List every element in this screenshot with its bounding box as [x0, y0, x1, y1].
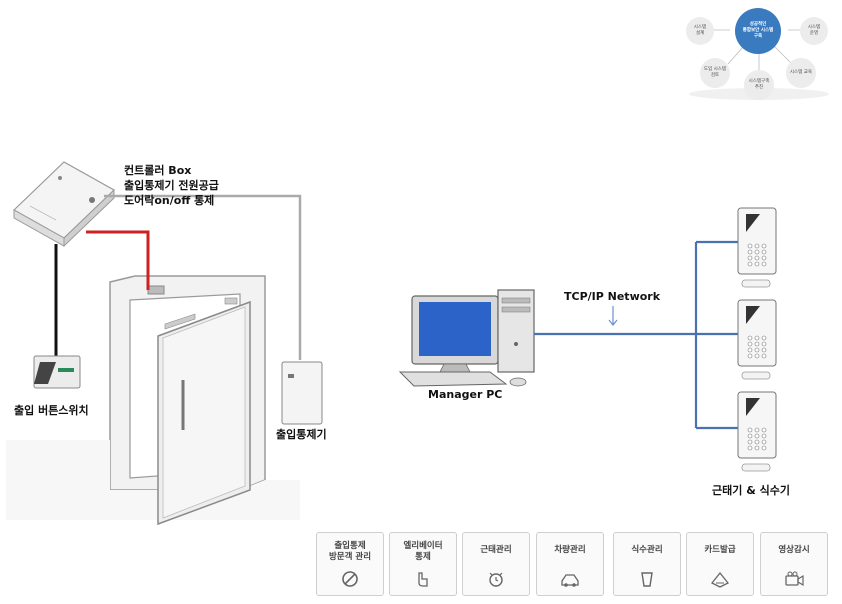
service-vehicle: 차량관리: [536, 532, 604, 596]
service-label: 차량관리: [554, 545, 586, 555]
keypad-key: [747, 445, 753, 451]
system-map-node: 시스템 교육: [786, 58, 816, 88]
keypad-key: [747, 347, 753, 353]
cup-icon: [641, 572, 653, 587]
service-label: 엘리베이터 통제: [403, 541, 443, 562]
service-label: 영상감시: [778, 545, 810, 555]
keypad-key: [747, 335, 753, 341]
keypad-key: [761, 261, 767, 267]
door-frame: [6, 275, 300, 520]
keypad-key: [761, 353, 767, 359]
alarm-clock-icon: [489, 572, 503, 587]
keypad-key: [747, 261, 753, 267]
service-cctv: 영상감시: [760, 532, 828, 596]
keypad-key: [754, 261, 760, 267]
keypad-key: [754, 341, 760, 347]
keypad-key: [761, 341, 767, 347]
glass-door: [147, 285, 251, 526]
controller-label-line3: 도어락on/off 통제: [124, 194, 215, 207]
keypad-key: [747, 249, 753, 255]
service-label: 카드발급: [704, 545, 736, 555]
controller-box: [13, 161, 115, 248]
controller-label-line1: 컨트롤러 Box: [124, 164, 192, 177]
keypad-key: [761, 243, 767, 249]
keypad-key: [754, 353, 760, 359]
keypad-key: [747, 341, 753, 347]
attendance-terminal: [737, 391, 777, 472]
exit-button-label: 출입 버튼스위치: [14, 404, 89, 417]
keypad-key: [754, 335, 760, 341]
keypad-key: [754, 439, 760, 445]
keypad-key: [761, 255, 767, 261]
reader-label: 출입통제기: [276, 428, 327, 441]
keypad-key: [754, 433, 760, 439]
wire-reader: [104, 194, 302, 360]
service-label: 식수관리: [631, 545, 663, 555]
keypad-key: [761, 249, 767, 255]
prohibit-icon: [342, 571, 358, 587]
attendance-terminal: [737, 299, 777, 380]
system-map-node: 시스템 운영: [800, 17, 828, 45]
attendance-terminal: [737, 207, 777, 288]
keypad-key: [761, 347, 767, 353]
camera-icon: [785, 571, 804, 587]
system-map-node: 시스템 설계: [686, 17, 714, 45]
keypad-key: [761, 433, 767, 439]
keypad-key: [747, 243, 753, 249]
keypad-key: [754, 347, 760, 353]
keypad-key: [754, 445, 760, 451]
card-pen-icon: [710, 571, 730, 588]
service-access-visitor: 출입통제 방문객 관리: [316, 532, 384, 596]
service-label: 근태관리: [480, 545, 512, 555]
terminals-label: 근태기 & 식수기: [712, 484, 790, 497]
manager-pc-label: Manager PC: [428, 388, 503, 401]
keypad-key: [747, 353, 753, 359]
service-card-issue: 카드발급: [686, 532, 754, 596]
keypad-key: [754, 243, 760, 249]
keypad-key: [747, 439, 753, 445]
keypad-key: [761, 439, 767, 445]
controller-label-line2: 출입통제기 전원공급: [124, 179, 219, 192]
keypad-key: [754, 255, 760, 261]
system-map-center: 성공적인 통합보안 시스템 구축: [735, 8, 781, 54]
card-reader-device: [281, 361, 323, 425]
system-map-node: 시스템구축 추진: [744, 70, 774, 100]
system-map: 성공적인 통합보안 시스템 구축 시스템 설계 시스템 운영 도입 시스템 검토…: [680, 2, 838, 102]
service-attendance: 근태관리: [462, 532, 530, 596]
keypad-key: [754, 427, 760, 433]
keypad-key: [761, 445, 767, 451]
keypad-key: [754, 249, 760, 255]
car-icon: [561, 574, 579, 587]
network-label: TCP/IP Network: [564, 290, 661, 303]
keypad-key: [747, 255, 753, 261]
keypad-key: [747, 433, 753, 439]
terminal-keypads: [747, 243, 767, 451]
keypad-key: [747, 427, 753, 433]
service-meal: 식수관리: [613, 532, 681, 596]
network-lines: [534, 240, 738, 430]
service-elevator: 엘리베이터 통제: [389, 532, 457, 596]
exit-button-device: [33, 355, 81, 389]
service-label: 출입통제 방문객 관리: [328, 541, 372, 562]
network-arrow: [608, 306, 618, 326]
keypad-key: [761, 335, 767, 341]
elevator-hand-icon: [418, 572, 428, 587]
power-wire-doorlock: [86, 230, 150, 290]
keypad-key: [761, 427, 767, 433]
manager-pc: [398, 289, 535, 387]
system-map-node: 도입 시스템 검토: [700, 58, 730, 88]
